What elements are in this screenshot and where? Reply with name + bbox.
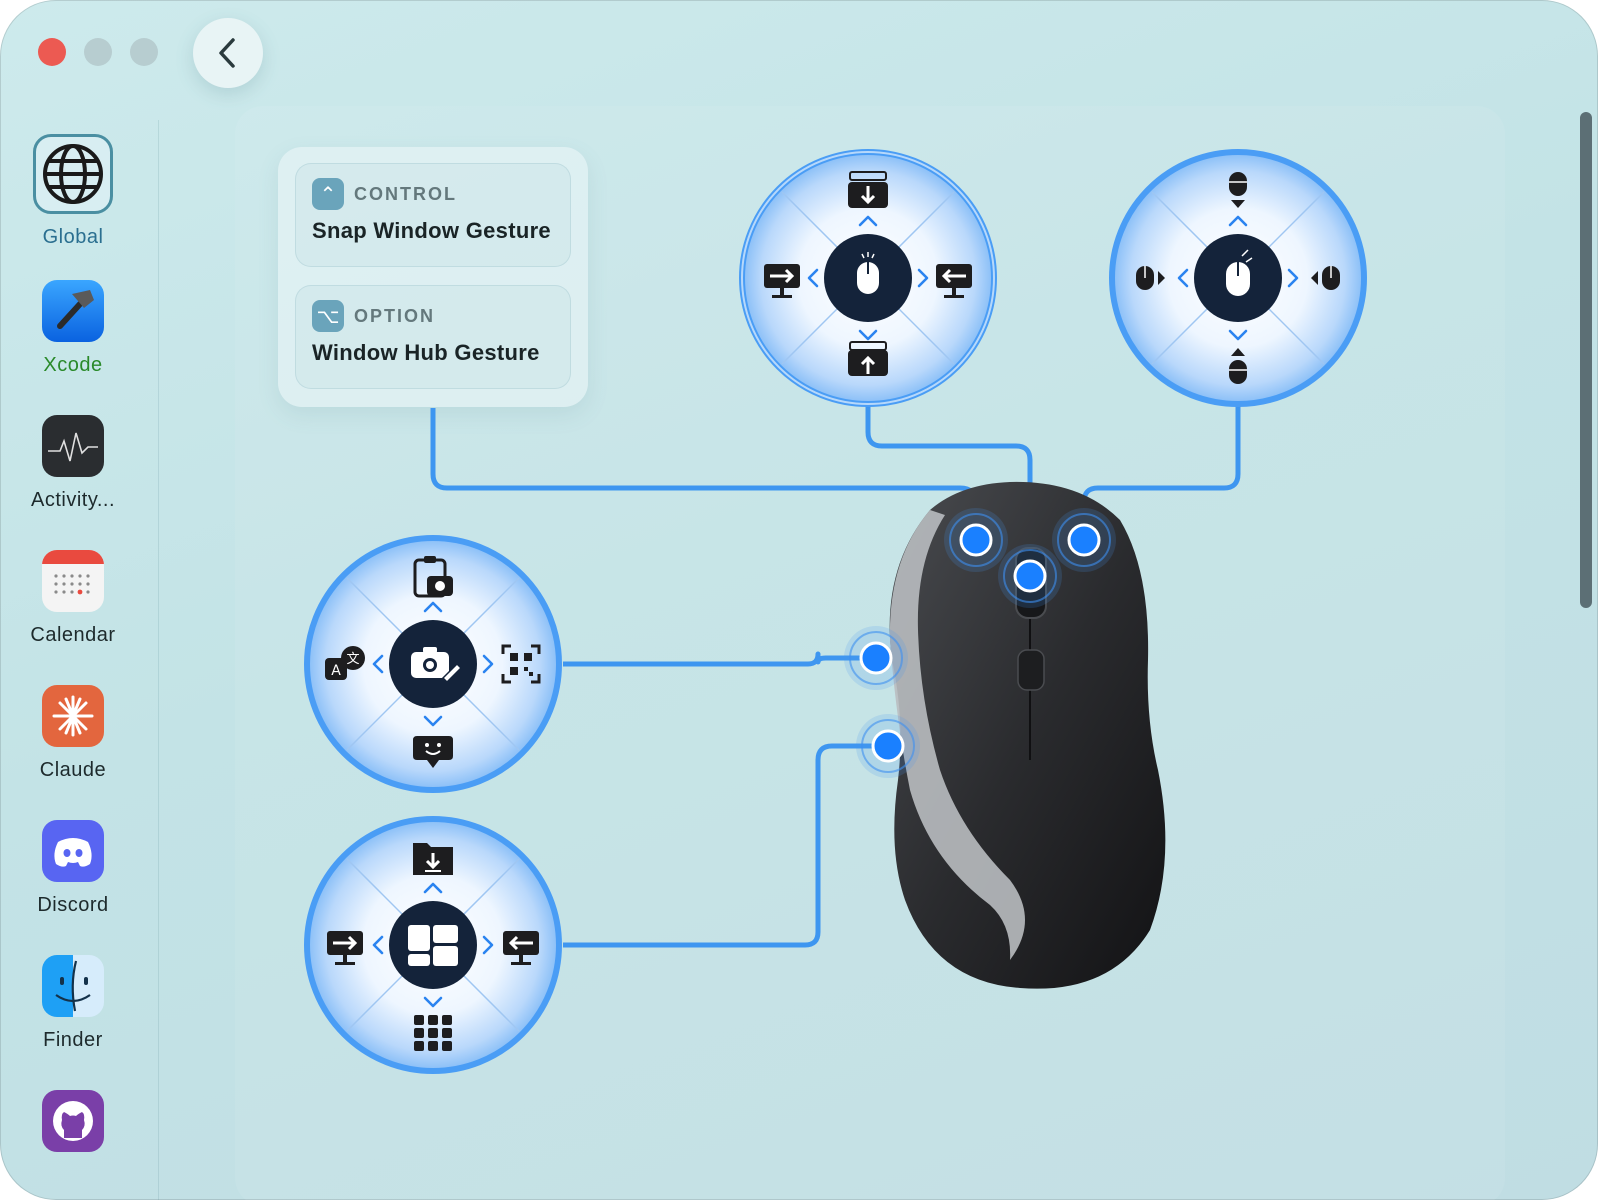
snap-bottom-icon bbox=[848, 171, 888, 208]
mouse-button-wheel[interactable] bbox=[1109, 149, 1367, 407]
folder-download-icon bbox=[413, 843, 453, 875]
mouse-left-icon bbox=[1136, 266, 1165, 290]
emoji-bubble-icon bbox=[413, 736, 453, 768]
sidebar-item-activity[interactable]: Activity... bbox=[0, 415, 146, 512]
snap-right-icon bbox=[936, 264, 972, 298]
scrollbar[interactable] bbox=[1580, 112, 1592, 608]
window-snap-wheel[interactable] bbox=[739, 149, 997, 407]
minimize-button[interactable] bbox=[84, 38, 112, 66]
sidebar-item-label: Calendar bbox=[30, 624, 116, 646]
sidebar-item-claude[interactable]: Claude bbox=[0, 685, 146, 782]
discord-icon bbox=[42, 820, 104, 882]
mouse-scroll-down-icon bbox=[1229, 348, 1247, 384]
sidebar-item-finder[interactable]: Finder bbox=[0, 955, 146, 1052]
sidebar-item-global[interactable]: Global bbox=[0, 134, 146, 249]
claude-icon bbox=[42, 685, 104, 747]
app-grid-icon bbox=[414, 1015, 452, 1051]
zoom-button[interactable] bbox=[130, 38, 158, 66]
modifier-action: Snap Window Gesture bbox=[312, 218, 551, 243]
sidebar-item-github[interactable] bbox=[0, 1090, 146, 1152]
sidebar-item-label: Global bbox=[42, 226, 104, 248]
sidebar-item-xcode[interactable]: Xcode bbox=[0, 280, 146, 377]
translate-icon: A文 bbox=[325, 646, 365, 680]
window-layout-icon bbox=[408, 925, 458, 966]
option-key-icon: ⌥ bbox=[312, 300, 344, 332]
hammer-icon bbox=[42, 280, 104, 342]
screenshot-wheel[interactable]: A文 bbox=[304, 535, 562, 793]
snap-left-icon bbox=[764, 264, 800, 298]
chevron-left-icon bbox=[219, 38, 235, 68]
app-sidebar: Global Xcode Activity... bbox=[0, 120, 159, 1200]
sidebar-item-label: Finder bbox=[43, 1029, 103, 1051]
translate-glyph-a: A bbox=[331, 663, 341, 679]
sidebar-item-discord[interactable]: Discord bbox=[0, 820, 146, 917]
translate-glyph-cjk: 文 bbox=[346, 652, 359, 667]
modifier-panel: ⌃ CONTROL Snap Window Gesture ⌥ OPTION W… bbox=[278, 147, 588, 407]
control-key-icon: ⌃ bbox=[312, 178, 344, 210]
sidebar-item-label: Xcode bbox=[43, 354, 103, 376]
snap-top-icon bbox=[848, 341, 888, 376]
clipboard-camera-icon bbox=[413, 556, 453, 598]
monitor-left-icon bbox=[327, 931, 363, 965]
mouse-right-icon bbox=[1311, 266, 1340, 290]
sidebar-item-label: Activity... bbox=[30, 489, 116, 511]
close-button[interactable] bbox=[38, 38, 66, 66]
modifier-card-option[interactable]: ⌥ OPTION Window Hub Gesture bbox=[295, 285, 571, 389]
modifier-action: Window Hub Gesture bbox=[312, 340, 540, 365]
window-hub-wheel[interactable] bbox=[304, 816, 562, 1074]
back-button[interactable] bbox=[193, 18, 263, 88]
globe-icon bbox=[33, 134, 113, 214]
modifier-key-name: CONTROL bbox=[354, 184, 457, 204]
mouse-press-icon bbox=[1226, 249, 1253, 296]
camera-edit-icon bbox=[411, 647, 463, 684]
mouse-click-icon bbox=[857, 252, 879, 294]
finder-icon bbox=[42, 955, 104, 1017]
github-icon bbox=[42, 1090, 104, 1152]
mouse-device bbox=[889, 481, 1166, 989]
calendar-icon bbox=[42, 550, 104, 612]
modifier-card-control[interactable]: ⌃ CONTROL Snap Window Gesture bbox=[295, 163, 571, 267]
mouse-scroll-up-icon bbox=[1229, 172, 1247, 208]
sidebar-item-label: Claude bbox=[39, 759, 107, 781]
sidebar-item-calendar[interactable]: Calendar bbox=[0, 550, 146, 647]
activity-monitor-icon bbox=[42, 415, 104, 477]
sidebar-item-label: Discord bbox=[37, 894, 109, 916]
qr-scan-icon bbox=[501, 644, 541, 684]
mouse-button-markers[interactable] bbox=[844, 508, 1116, 778]
monitor-right-icon bbox=[503, 931, 539, 965]
modifier-key-name: OPTION bbox=[354, 306, 436, 326]
